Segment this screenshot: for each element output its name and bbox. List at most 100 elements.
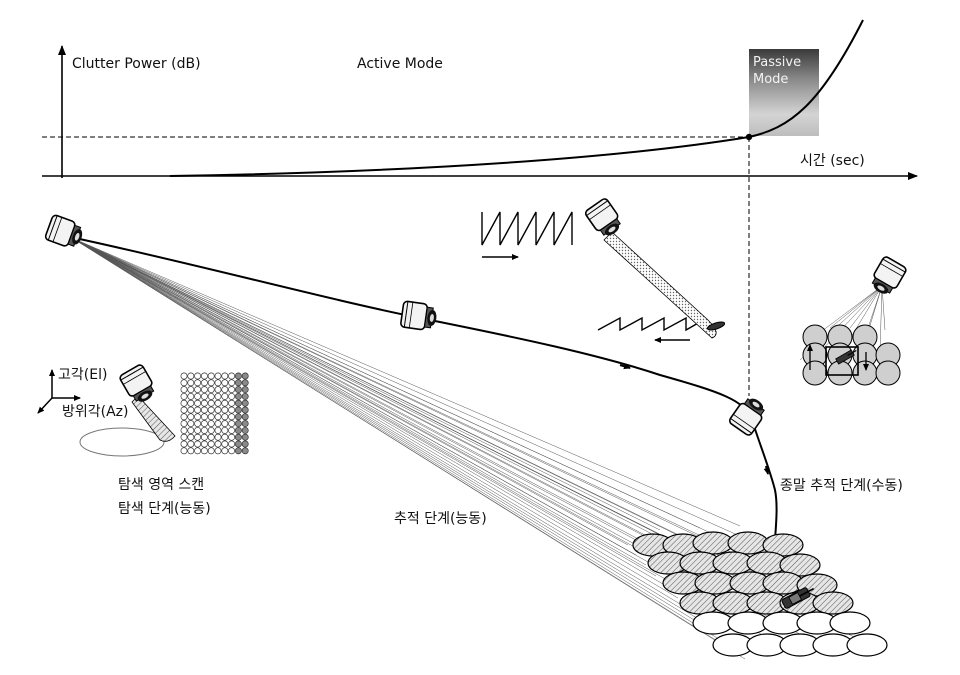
terminal-seeker-icon: [866, 254, 909, 300]
scan-grid-cell: [214, 413, 222, 421]
scan-grid-cell: [228, 433, 236, 441]
scan-grid-cell: [187, 413, 195, 421]
search-scan-grid: [180, 372, 249, 455]
scan-grid-cell: [194, 399, 202, 407]
scan-grid-cell: [221, 433, 229, 441]
scan-grid-cell: [187, 440, 195, 448]
scan-grid-cell: [214, 426, 222, 434]
active-mode-label: Active Mode: [357, 56, 443, 72]
scan-grid-cell: [234, 372, 242, 380]
flight-path: [74, 237, 778, 541]
scan-grid-cell: [221, 386, 229, 394]
scan-grid-cell: [234, 447, 242, 455]
scan-grid-cell: [200, 392, 208, 400]
scan-grid-cell: [214, 433, 222, 441]
scan-grid-cell: [200, 372, 208, 380]
scan-grid-cell: [228, 413, 236, 421]
scan-grid-cell: [187, 392, 195, 400]
scan-grid-cell: [207, 392, 215, 400]
seeker-start-icon: [43, 213, 87, 252]
scan-grid-cell: [187, 399, 195, 407]
scan-grid-cell: [180, 372, 188, 380]
scan-grid-cell: [180, 379, 188, 387]
scan-grid-cell: [214, 386, 222, 394]
scan-grid-cell: [194, 440, 202, 448]
scan-grid-cell: [187, 433, 195, 441]
scan-grid-cell: [187, 386, 195, 394]
scan-grid-cell: [234, 406, 242, 414]
sawtooth-scan-pattern: [481, 211, 726, 343]
scan-grid-cell: [234, 420, 242, 428]
scan-grid-cell: [214, 447, 222, 455]
scan-grid-cell: [194, 447, 202, 455]
scan-grid-cell: [200, 440, 208, 448]
scan-grid-cell: [194, 392, 202, 400]
scan-grid-cell: [234, 399, 242, 407]
scan-grid-cell: [200, 406, 208, 414]
horizontal-sawtooth: [597, 316, 701, 332]
search-phase-illustration: 고각(El) 방위각(Az) 탐색 영역 스캔 탐색 단계(능동): [37, 362, 249, 517]
scan-grid-cell: [241, 406, 249, 414]
scan-grid-cell: [241, 426, 249, 434]
scan-grid-cell: [194, 420, 202, 428]
scan-grid-cell: [207, 406, 215, 414]
scan-grid-cell: [207, 379, 215, 387]
scan-grid-cell: [221, 392, 229, 400]
scan-grid-cell: [228, 379, 236, 387]
passive-mode-label-line2: Mode: [753, 72, 788, 87]
scan-grid-cell: [228, 372, 236, 380]
scan-grid-cell: [194, 426, 202, 434]
scan-grid-cell: [228, 399, 236, 407]
tank-target-icon: [781, 587, 815, 609]
scan-grid-cell: [241, 372, 249, 380]
scan-grid-cell: [187, 447, 195, 455]
azimuth-axis: [37, 397, 53, 414]
scan-grid-cell: [194, 386, 202, 394]
scan-grid-cell: [180, 433, 188, 441]
scan-grid-cell: [207, 386, 215, 394]
scan-grid-cell: [241, 440, 249, 448]
scan-grid-cell: [207, 413, 215, 421]
scan-grid-cell: [221, 426, 229, 434]
search-beam-cone: [131, 395, 176, 442]
scan-grid-cell: [180, 420, 188, 428]
scan-seeker-icon: [583, 196, 627, 242]
scan-grid-cell: [228, 440, 236, 448]
scan-grid-cell: [228, 447, 236, 455]
scan-grid-cell: [221, 447, 229, 455]
terminal-tank-icon: [835, 349, 857, 365]
scan-grid-cell: [200, 399, 208, 407]
scan-grid-cell: [241, 379, 249, 387]
scan-grid-cell: [194, 372, 202, 380]
scan-grid-cell: [221, 413, 229, 421]
scan-grid-cell: [241, 420, 249, 428]
scan-grid-cell: [214, 392, 222, 400]
elevation-label: 고각(El): [58, 367, 107, 383]
passive-mode-label-line1: Passive: [753, 55, 801, 70]
scan-grid-cell: [180, 406, 188, 414]
scan-grid-cell: [214, 406, 222, 414]
scan-grid-cell: [221, 420, 229, 428]
tracking-caption: 추적 단계(능동): [394, 511, 487, 527]
clutter-power-graph: Clutter Power (dB) Active Mode Passive M…: [42, 19, 918, 396]
terminal-track-inset: [799, 285, 901, 386]
seeker-midcourse-icon: [399, 300, 439, 333]
scan-grid-cell: [207, 399, 215, 407]
scan-grid-cell: [234, 433, 242, 441]
clutter-power-curve: [169, 19, 864, 177]
scan-grid-cell: [221, 440, 229, 448]
scan-grid-cell: [234, 413, 242, 421]
scan-grid-cell: [241, 447, 249, 455]
scan-grid-cell: [180, 413, 188, 421]
scan-grid-cell: [207, 433, 215, 441]
trajectory-line: [74, 237, 778, 541]
scan-grid-cell: [228, 386, 236, 394]
scan-grid-cell: [180, 386, 188, 394]
scan-grid-cell: [180, 399, 188, 407]
scan-grid-cell: [234, 386, 242, 394]
scan-grid-cell: [234, 379, 242, 387]
scan-grid-cell: [187, 420, 195, 428]
scan-grid-cell: [228, 392, 236, 400]
scan-grid-cell: [207, 440, 215, 448]
search-seeker-icon: [117, 362, 160, 408]
